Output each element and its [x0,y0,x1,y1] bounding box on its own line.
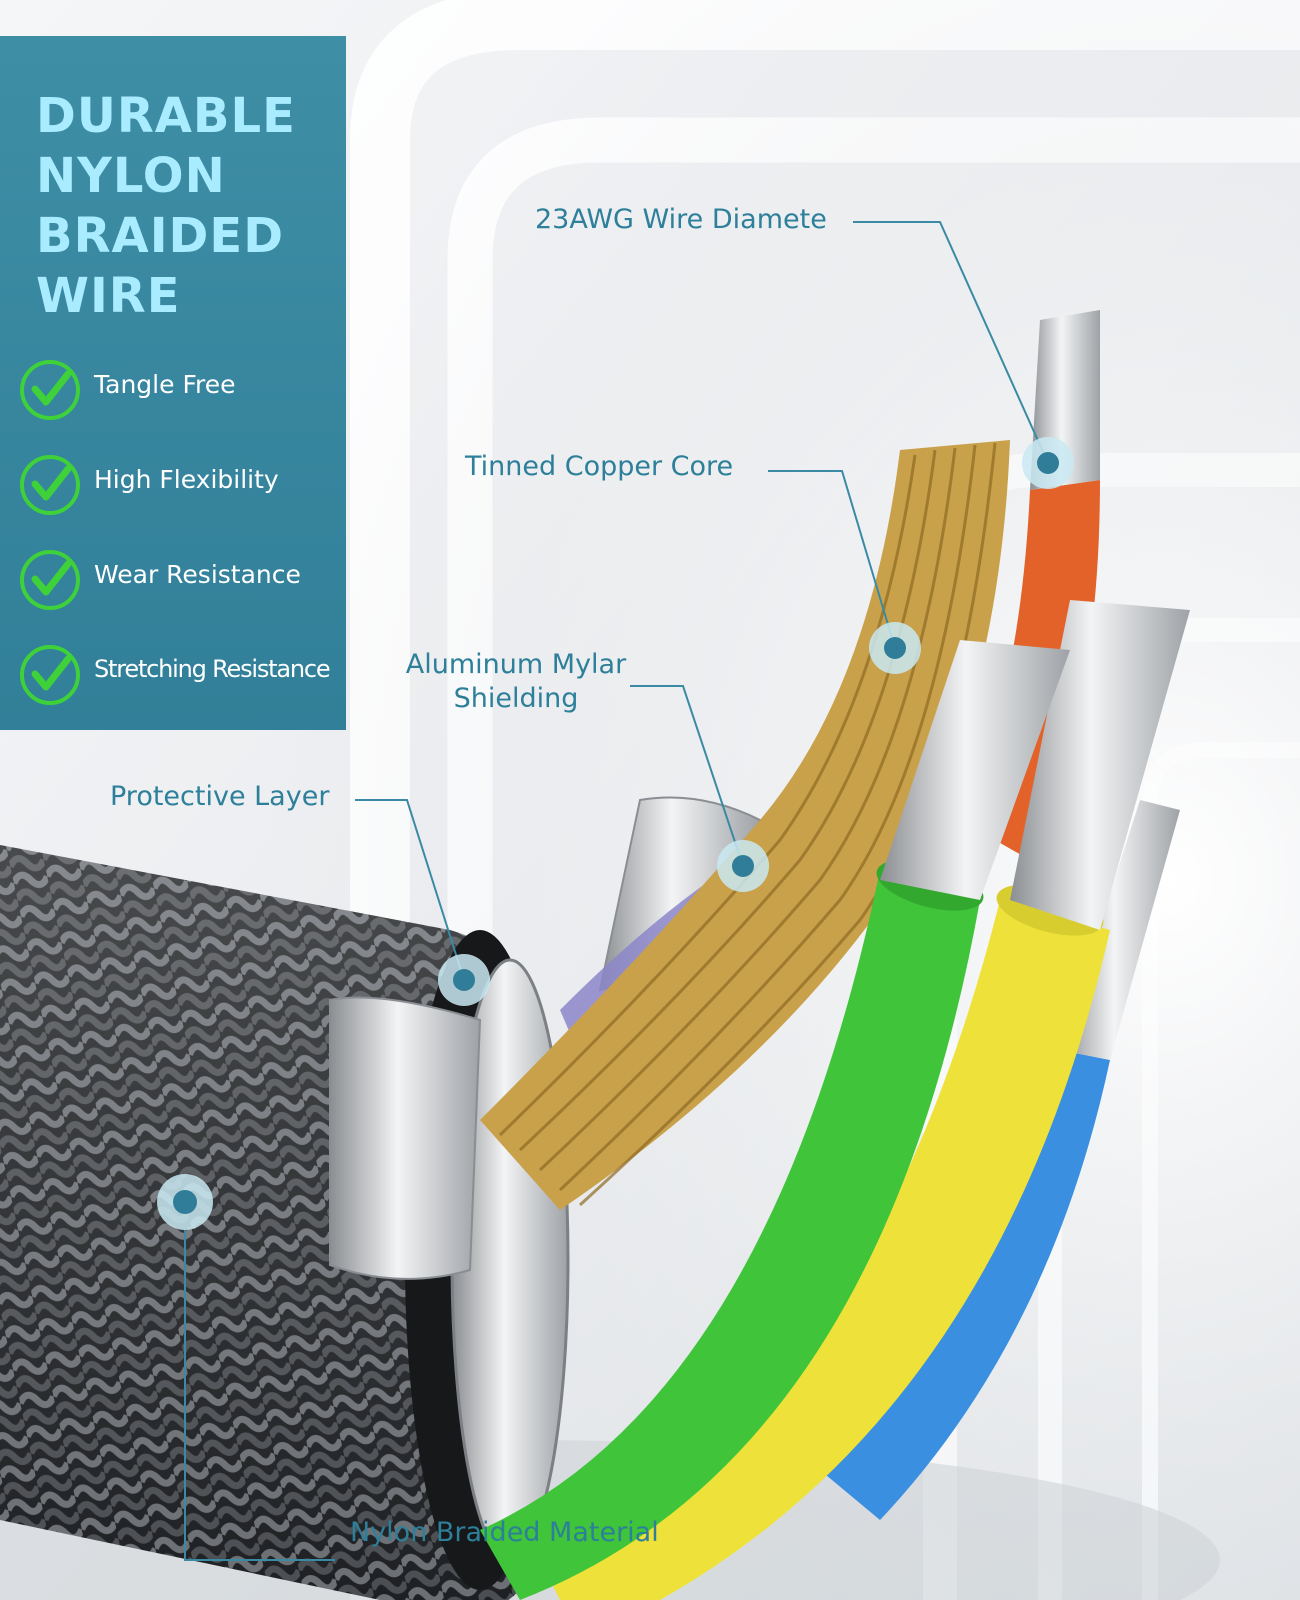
callout-protective-layer: Protective Layer [110,781,330,812]
green-wire [480,870,980,1600]
headline-line: BRAIDED [36,208,285,264]
feature-label: Tangle Free [94,370,236,399]
headline-line: DURABLE [36,88,296,144]
check-circle-icon [20,455,80,515]
callout-nylon-material: Nylon Braided Material [350,1517,659,1548]
check-circle-icon [20,550,80,610]
marker-mylar-shielding [717,840,769,892]
callout-leaders [184,221,1049,1561]
check-circle-icon [20,645,80,705]
callout-copper-core: Tinned Copper Core [465,451,734,482]
feature-label: Stretching Resistance [94,655,331,683]
marker-copper-core [869,622,921,674]
callout-wire-diameter: 23AWG Wire Diamete [535,204,827,235]
headline: DURABLE NYLON BRAIDED WIRE [36,86,296,326]
callout-line: Shielding [453,683,579,714]
marker-protective-layer [438,954,490,1006]
headline-line: WIRE [36,268,181,324]
feature-label: Wear Resistance [94,560,301,589]
feature-label: High Flexibility [94,465,279,494]
check-circle-icon [20,360,80,420]
marker-wire-diameter [1022,437,1074,489]
yellow-wire [540,900,1110,1600]
callout-mylar-shielding: Aluminum Mylar Shielding [400,648,632,716]
headline-line: NYLON [36,148,226,204]
marker-nylon-material [157,1174,213,1230]
callout-markers [157,437,1074,1230]
callout-line: Aluminum Mylar [405,649,627,680]
